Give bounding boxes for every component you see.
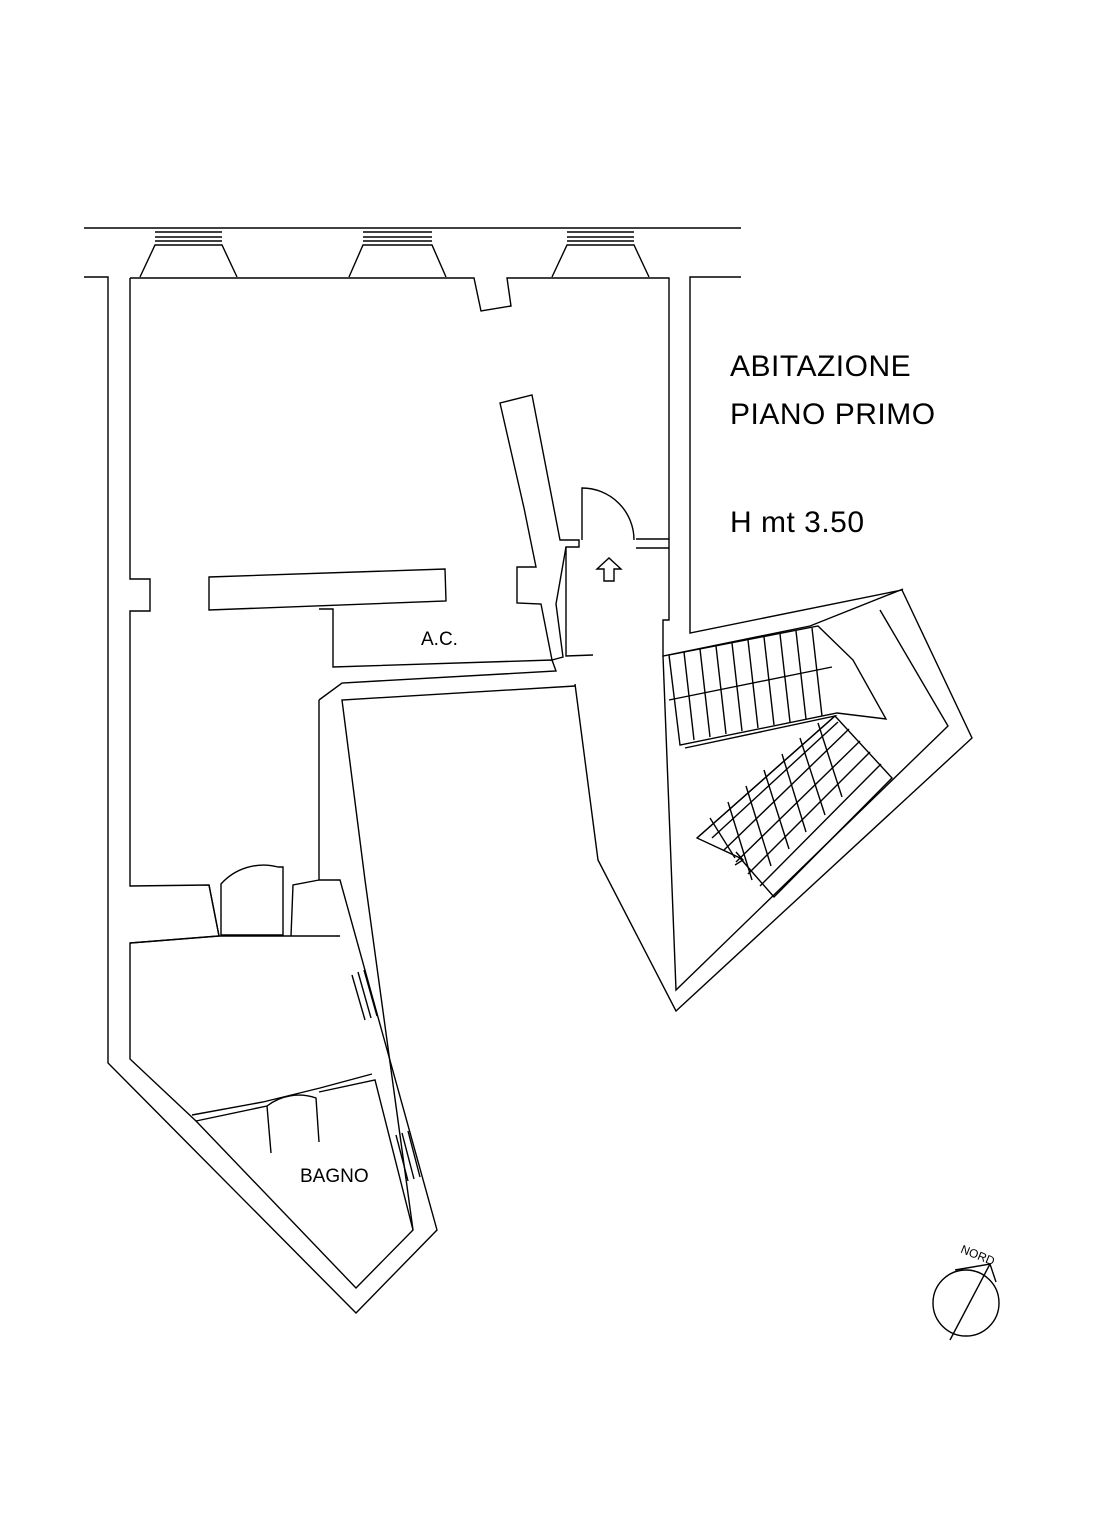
north-arrow-icon [949,1263,991,1341]
corridor-wall [499,394,580,661]
compass-circle [932,1269,1000,1337]
balcony-left [139,231,238,278]
plan-title: ABITAZIONE [730,350,912,383]
door-swing-entry [581,487,635,541]
bath-partition-3 [191,1073,373,1116]
north-arrow-head [954,1263,997,1283]
ac-room [318,608,557,701]
ceiling-height: H mt 3.50 [730,506,865,539]
facade [84,227,741,278]
entrance-arrow-icon [595,557,623,582]
outer-wall-right [574,276,973,1013]
bath-wall [129,935,340,944]
door-jamb [208,884,220,937]
door-jamb-2 [290,879,320,937]
room-label-ac: A.C. [421,629,458,650]
balcony-right [551,231,650,278]
door-swing-room [220,864,284,936]
bath-partition [195,1105,268,1122]
inner-wall [129,278,576,1290]
room-label-bagno: BAGNO [300,1166,369,1187]
window-2 [395,1130,421,1182]
window-1 [351,969,378,1021]
bath-partition-2 [318,1079,414,1231]
partition-wall [208,568,447,611]
inner-wall-top [130,277,670,540]
balcony-middle [348,231,447,278]
entry-wall [565,547,594,657]
inner-wall-stair [662,539,904,657]
compass [932,1263,1000,1341]
outer-wall [84,276,438,1314]
door-swing-bath [266,1094,320,1154]
staircase [668,625,893,899]
plan-subtitle: PIANO PRIMO [730,398,936,431]
